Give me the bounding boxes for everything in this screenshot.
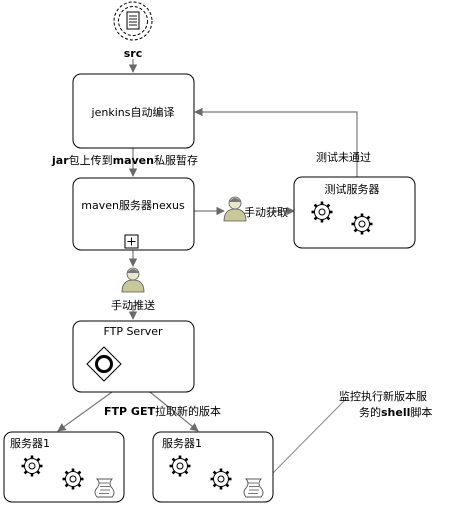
ftp-get-label: FTP GET拉取新的版本 — [104, 404, 221, 418]
task-test-server-label: 测试服务器 — [325, 183, 380, 196]
task-server-b[interactable]: 服务器1 — [152, 431, 274, 503]
start-event[interactable] — [113, 1, 153, 41]
edge-ftp-to-server-b — [149, 391, 199, 432]
gateway-icon — [86, 346, 122, 382]
edges — [57, 59, 358, 483]
task-maven[interactable]: maven服务器nexus — [72, 177, 195, 251]
annotation-line-2: 务的shell脚本 — [359, 405, 432, 419]
ftp-get-label-prefix: FTP GET — [104, 405, 155, 418]
edge-ftp-to-server-a — [57, 391, 113, 432]
annotation-line-2-suffix: 脚本 — [410, 405, 432, 419]
upload-label: jar包上传到maven私服暂存 — [51, 153, 198, 167]
manual-fetch-user-icon — [223, 196, 247, 222]
task-server-a-label: 服务器1 — [10, 437, 50, 450]
upload-label-suffix: 私服暂存 — [154, 153, 198, 167]
task-jenkins-label: jenkins自动编译 — [91, 105, 175, 119]
task-maven-label: maven服务器nexus — [81, 199, 185, 212]
manual-push-label: 手动推送 — [111, 298, 155, 312]
task-ftp-server-label: FTP Server — [103, 325, 163, 338]
task-jenkins[interactable]: jenkins自动编译 — [72, 73, 195, 149]
edge-test-failed-to-jenkins — [194, 107, 358, 177]
subprocess-expand-icon[interactable] — [124, 234, 139, 249]
upload-label-jar: jar — [51, 154, 69, 167]
annotation-connector — [263, 398, 347, 483]
ftp-get-label-suffix: 拉取新的版本 — [155, 404, 221, 418]
annotation-line-2-shell: shell — [381, 406, 410, 419]
test-failed-label: 测试未通过 — [316, 151, 371, 164]
task-ftp-server[interactable]: FTP Server — [72, 320, 195, 393]
task-server-a[interactable]: 服务器1 — [3, 431, 125, 503]
document-icon — [126, 11, 140, 30]
start-event-label: src — [124, 47, 143, 60]
upload-label-maven: maven — [113, 154, 154, 167]
manual-push-user-icon — [121, 267, 145, 293]
upload-label-mid: 包上传到 — [69, 154, 113, 167]
task-test-server[interactable]: 测试服务器 — [293, 176, 416, 249]
annotation-line-1: 监控执行新版本服 — [339, 389, 427, 403]
annotation-line-2-prefix: 务的 — [359, 405, 381, 419]
manual-fetch-label: 手动获取 — [244, 205, 288, 219]
task-server-b-label: 服务器1 — [162, 437, 202, 450]
